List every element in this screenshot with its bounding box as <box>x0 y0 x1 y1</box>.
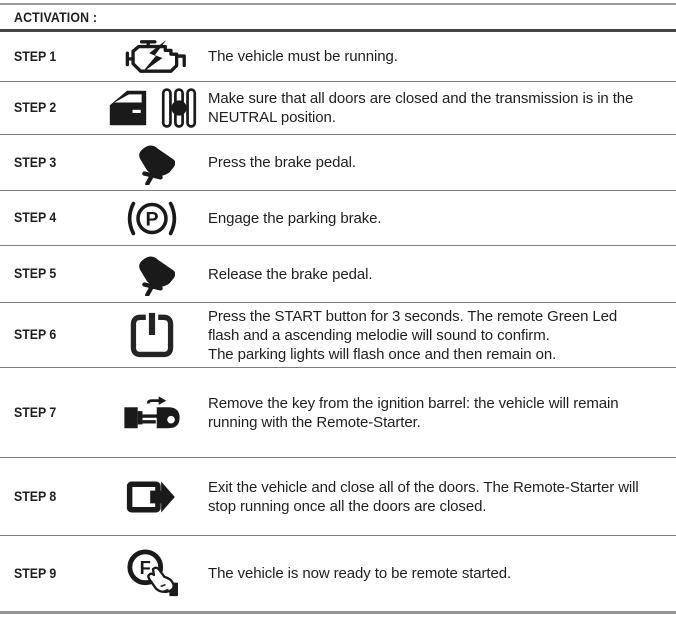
door-icon <box>109 90 146 126</box>
step-row-2: STEP 2 Make sure that all doors are clos… <box>0 82 676 135</box>
step-icons: P <box>96 198 208 239</box>
step-icons <box>96 87 208 129</box>
step-row-4: STEP 4 P Engage the parking brake. <box>0 191 676 246</box>
step-row-3: STEP 3 Press the brake pedal. <box>0 135 676 191</box>
parking-brake-icon: P <box>127 201 177 235</box>
step-label: STEP 3 <box>14 153 57 170</box>
step-description: The vehicle must be running. <box>208 48 398 65</box>
step-icons <box>96 476 208 518</box>
step-row-8: STEP 8 Exit the vehicle and close all of… <box>0 458 676 536</box>
step-row-1: STEP 1 The vehicle must be running. <box>0 32 676 82</box>
step-row-6: STEP 6 Press the START button for 3 seco… <box>0 303 676 368</box>
gear-shifter-icon <box>161 88 196 128</box>
step-label: STEP 5 <box>14 265 57 281</box>
step-label: STEP 6 <box>14 326 57 342</box>
step-row-5: STEP 5 Release the brake pedal. <box>0 246 676 303</box>
step-description: Make sure that all doors are closed and … <box>208 90 634 126</box>
step-description: Release the brake pedal. <box>208 265 373 283</box>
page-title: ACTIVATION : <box>14 9 98 25</box>
step-description: Remove the key from the ignition barrel:… <box>208 394 619 431</box>
step-description: Engage the parking brake. <box>208 209 382 227</box>
step-icons <box>96 141 208 185</box>
brake-pedal-icon <box>139 256 175 296</box>
brake-pedal-icon <box>139 145 175 185</box>
key-removal-icon <box>124 395 180 428</box>
step-label: STEP 8 <box>14 487 57 504</box>
activation-instructions-table: ACTIVATION : STEP 1 The vehicle must be … <box>0 3 676 614</box>
step-icons <box>96 393 208 433</box>
step-label: STEP 1 <box>14 47 57 64</box>
step-description: Press the brake pedal. <box>208 154 356 171</box>
step-description: Exit the vehicle and close all of the do… <box>208 478 639 515</box>
step-description: The vehicle is now ready to be remote st… <box>208 565 512 582</box>
step-label: STEP 7 <box>14 403 57 420</box>
step-row-7: STEP 7 Remove the key from the ignition … <box>0 368 676 458</box>
table-header: ACTIVATION : <box>0 5 676 32</box>
step-label: STEP 4 <box>14 209 57 225</box>
power-button-icon <box>130 312 174 358</box>
exit-vehicle-icon <box>126 480 175 513</box>
step-row-9: STEP 9 F The vehicle is now ready to be … <box>0 536 676 614</box>
svg-text:F: F <box>140 557 151 578</box>
step-label: STEP 9 <box>14 564 57 581</box>
step-description: Press the START button for 3 seconds. Th… <box>208 307 618 363</box>
step-icons <box>96 252 208 296</box>
remote-f-button-icon: F <box>127 548 178 596</box>
svg-text:P: P <box>145 208 158 230</box>
engine-icon <box>125 39 186 73</box>
step-icons <box>96 311 208 359</box>
step-icons <box>96 38 208 76</box>
step-label: STEP 2 <box>14 99 57 115</box>
step-icons: F <box>96 548 208 600</box>
